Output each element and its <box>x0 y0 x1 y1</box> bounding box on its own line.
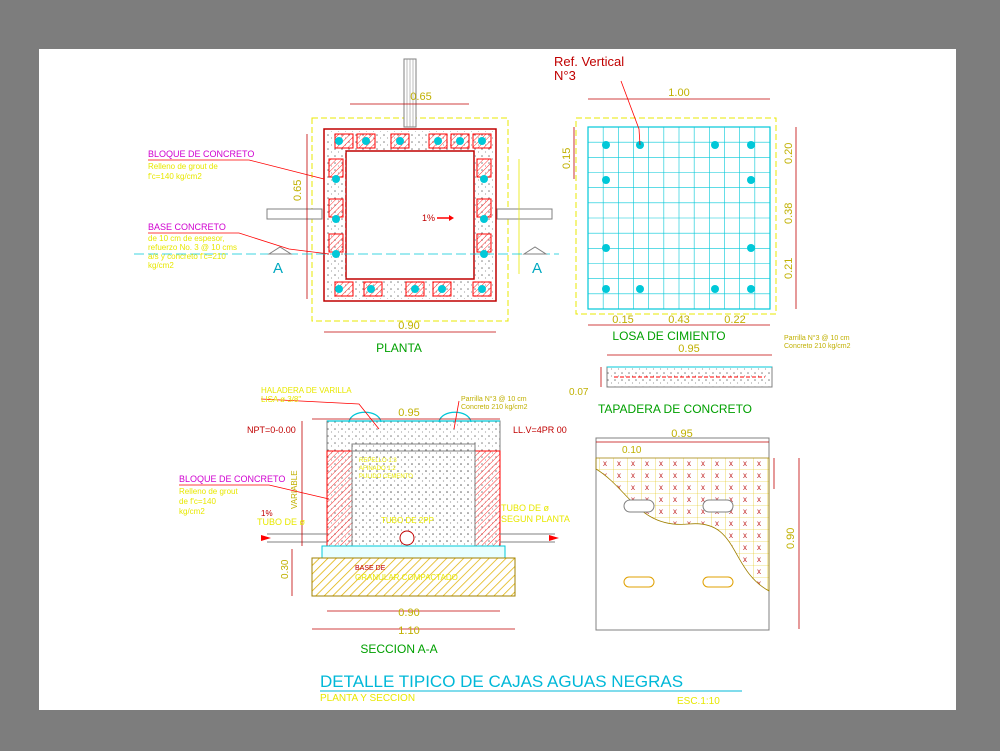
seccion-parrilla-2: Concreto 210 kg/cm2 <box>461 404 528 411</box>
seccion-tubo-center: TUBO DE 2PP <box>381 516 434 525</box>
tapadera-dim-top: 0.95 <box>678 343 699 355</box>
losa-dim-top: 1.00 <box>668 87 689 99</box>
seccion-tubo-left-slope: 1% <box>261 509 273 518</box>
seccion-parrilla-1: Parrilla N°3 @ 10 cm <box>461 395 527 403</box>
planta-note1-line1: Relleno de grout de <box>148 162 218 171</box>
seccion-bloque-2: de f'c=140 <box>179 497 216 506</box>
losa-dim-left: 0.15 <box>561 148 573 169</box>
tapadera-label: TAPADERA DE CONCRETO <box>598 402 752 416</box>
detalle-dim-top: 0.95 <box>671 428 692 440</box>
planta-cut-right: A <box>532 260 542 277</box>
cad-drawing: x <box>134 54 851 707</box>
losa-label: LOSA DE CIMIENTO <box>612 329 725 343</box>
planta-dim-bottom: 0.90 <box>398 320 419 332</box>
planta-slope: 1% <box>422 213 435 223</box>
seccion-bloque-3: kg/cm2 <box>179 507 205 516</box>
tapadera-note-2: Concreto 210 kg/cm2 <box>784 343 851 350</box>
seccion-bloque-title: BLOQUE DE CONCRETO <box>179 474 285 484</box>
detalle-dim-small: 0.10 <box>622 445 642 456</box>
losa-dim-bottom-2: 0.43 <box>668 314 689 326</box>
losa-view <box>573 80 797 326</box>
losa-ref-no: N°3 <box>554 68 576 83</box>
tapadera-dim-left: 0.07 <box>569 387 589 398</box>
losa-dim-bottom-3: 0.22 <box>724 314 745 326</box>
drawing-sheet: x <box>39 49 956 710</box>
planta-dim-left: 0.65 <box>292 180 304 201</box>
title-main: DETALLE TIPICO DE CAJAS AGUAS NEGRAS <box>320 672 683 691</box>
detalle-dim-right: 0.90 <box>785 528 797 549</box>
seccion-dim-bottom-1: 0.90 <box>398 607 419 619</box>
seccion-label: SECCION A-A <box>360 642 437 656</box>
title-sub: PLANTA Y SECCION <box>320 693 415 704</box>
planta-note2-title: BASE CONCRETO <box>148 222 226 232</box>
title-scale: ESC.1:10 <box>677 696 720 707</box>
losa-dim-bottom-1: 0.15 <box>612 314 633 326</box>
seccion-relleno-3: PULIDO CEMENTO <box>359 474 413 480</box>
seccion-haladera-2: LISA ø 3/8" <box>261 395 301 404</box>
tapadera-view <box>600 354 773 388</box>
tapadera-note-1: Parrilla N°3 @ 10 cm <box>784 334 850 342</box>
seccion-relleno-2: AFINADO 1:2 <box>359 466 396 472</box>
seccion-view <box>179 398 559 630</box>
seccion-base-1: BASE DE <box>355 565 386 572</box>
seccion-relleno-1: REPELLO 1:3 <box>359 458 397 464</box>
seccion-dim-var: VARIABLE <box>290 470 299 509</box>
planta-note2-line1: de 10 cm de espesor, <box>148 234 225 243</box>
losa-dim-right-3: 0.21 <box>783 258 795 279</box>
text-layer: 0.65 0.65 0.90 PLANTA 1% A A BLOQUE DE C… <box>148 54 851 707</box>
seccion-bloque-1: Relleno de grout <box>179 487 238 496</box>
planta-label: PLANTA <box>376 341 422 355</box>
seccion-tubo-left: TUBO DE ø <box>257 517 306 527</box>
seccion-base-2: GRANULAR COMPACTADO <box>355 573 458 582</box>
planta-dim-top: 0.65 <box>410 91 431 103</box>
planta-cut-left: A <box>273 260 283 277</box>
seccion-dim-top: 0.95 <box>398 407 419 419</box>
seccion-npt: NPT=0-0.00 <box>247 425 296 435</box>
planta-view <box>134 58 559 333</box>
losa-ref-title: Ref. Vertical <box>554 54 624 69</box>
seccion-llv: LL.V=4PR 00 <box>513 425 567 435</box>
seccion-tubo-right-2: SEGUN PLANTA <box>501 514 570 524</box>
planta-note2-line4: kg/cm2 <box>148 261 174 270</box>
losa-dim-right-1: 0.20 <box>783 143 795 164</box>
seccion-tubo-right-1: TUBO DE ø <box>501 503 550 513</box>
seccion-haladera-1: HALADERA DE VARILLA <box>261 386 352 395</box>
seccion-dim-left: 0.30 <box>280 559 291 579</box>
seccion-dim-bottom-2: 1.10 <box>398 625 419 637</box>
planta-note2-line3: a/s y concreto f'c=210 <box>148 252 226 261</box>
planta-note1-title: BLOQUE DE CONCRETO <box>148 149 254 159</box>
planta-note2-line2: refuerzo No. 3 @ 10 cms <box>148 243 237 252</box>
planta-note1-line2: f'c=140 kg/cm2 <box>148 172 202 181</box>
tapa-detail-view <box>595 437 800 631</box>
losa-dim-right-2: 0.38 <box>783 203 795 224</box>
